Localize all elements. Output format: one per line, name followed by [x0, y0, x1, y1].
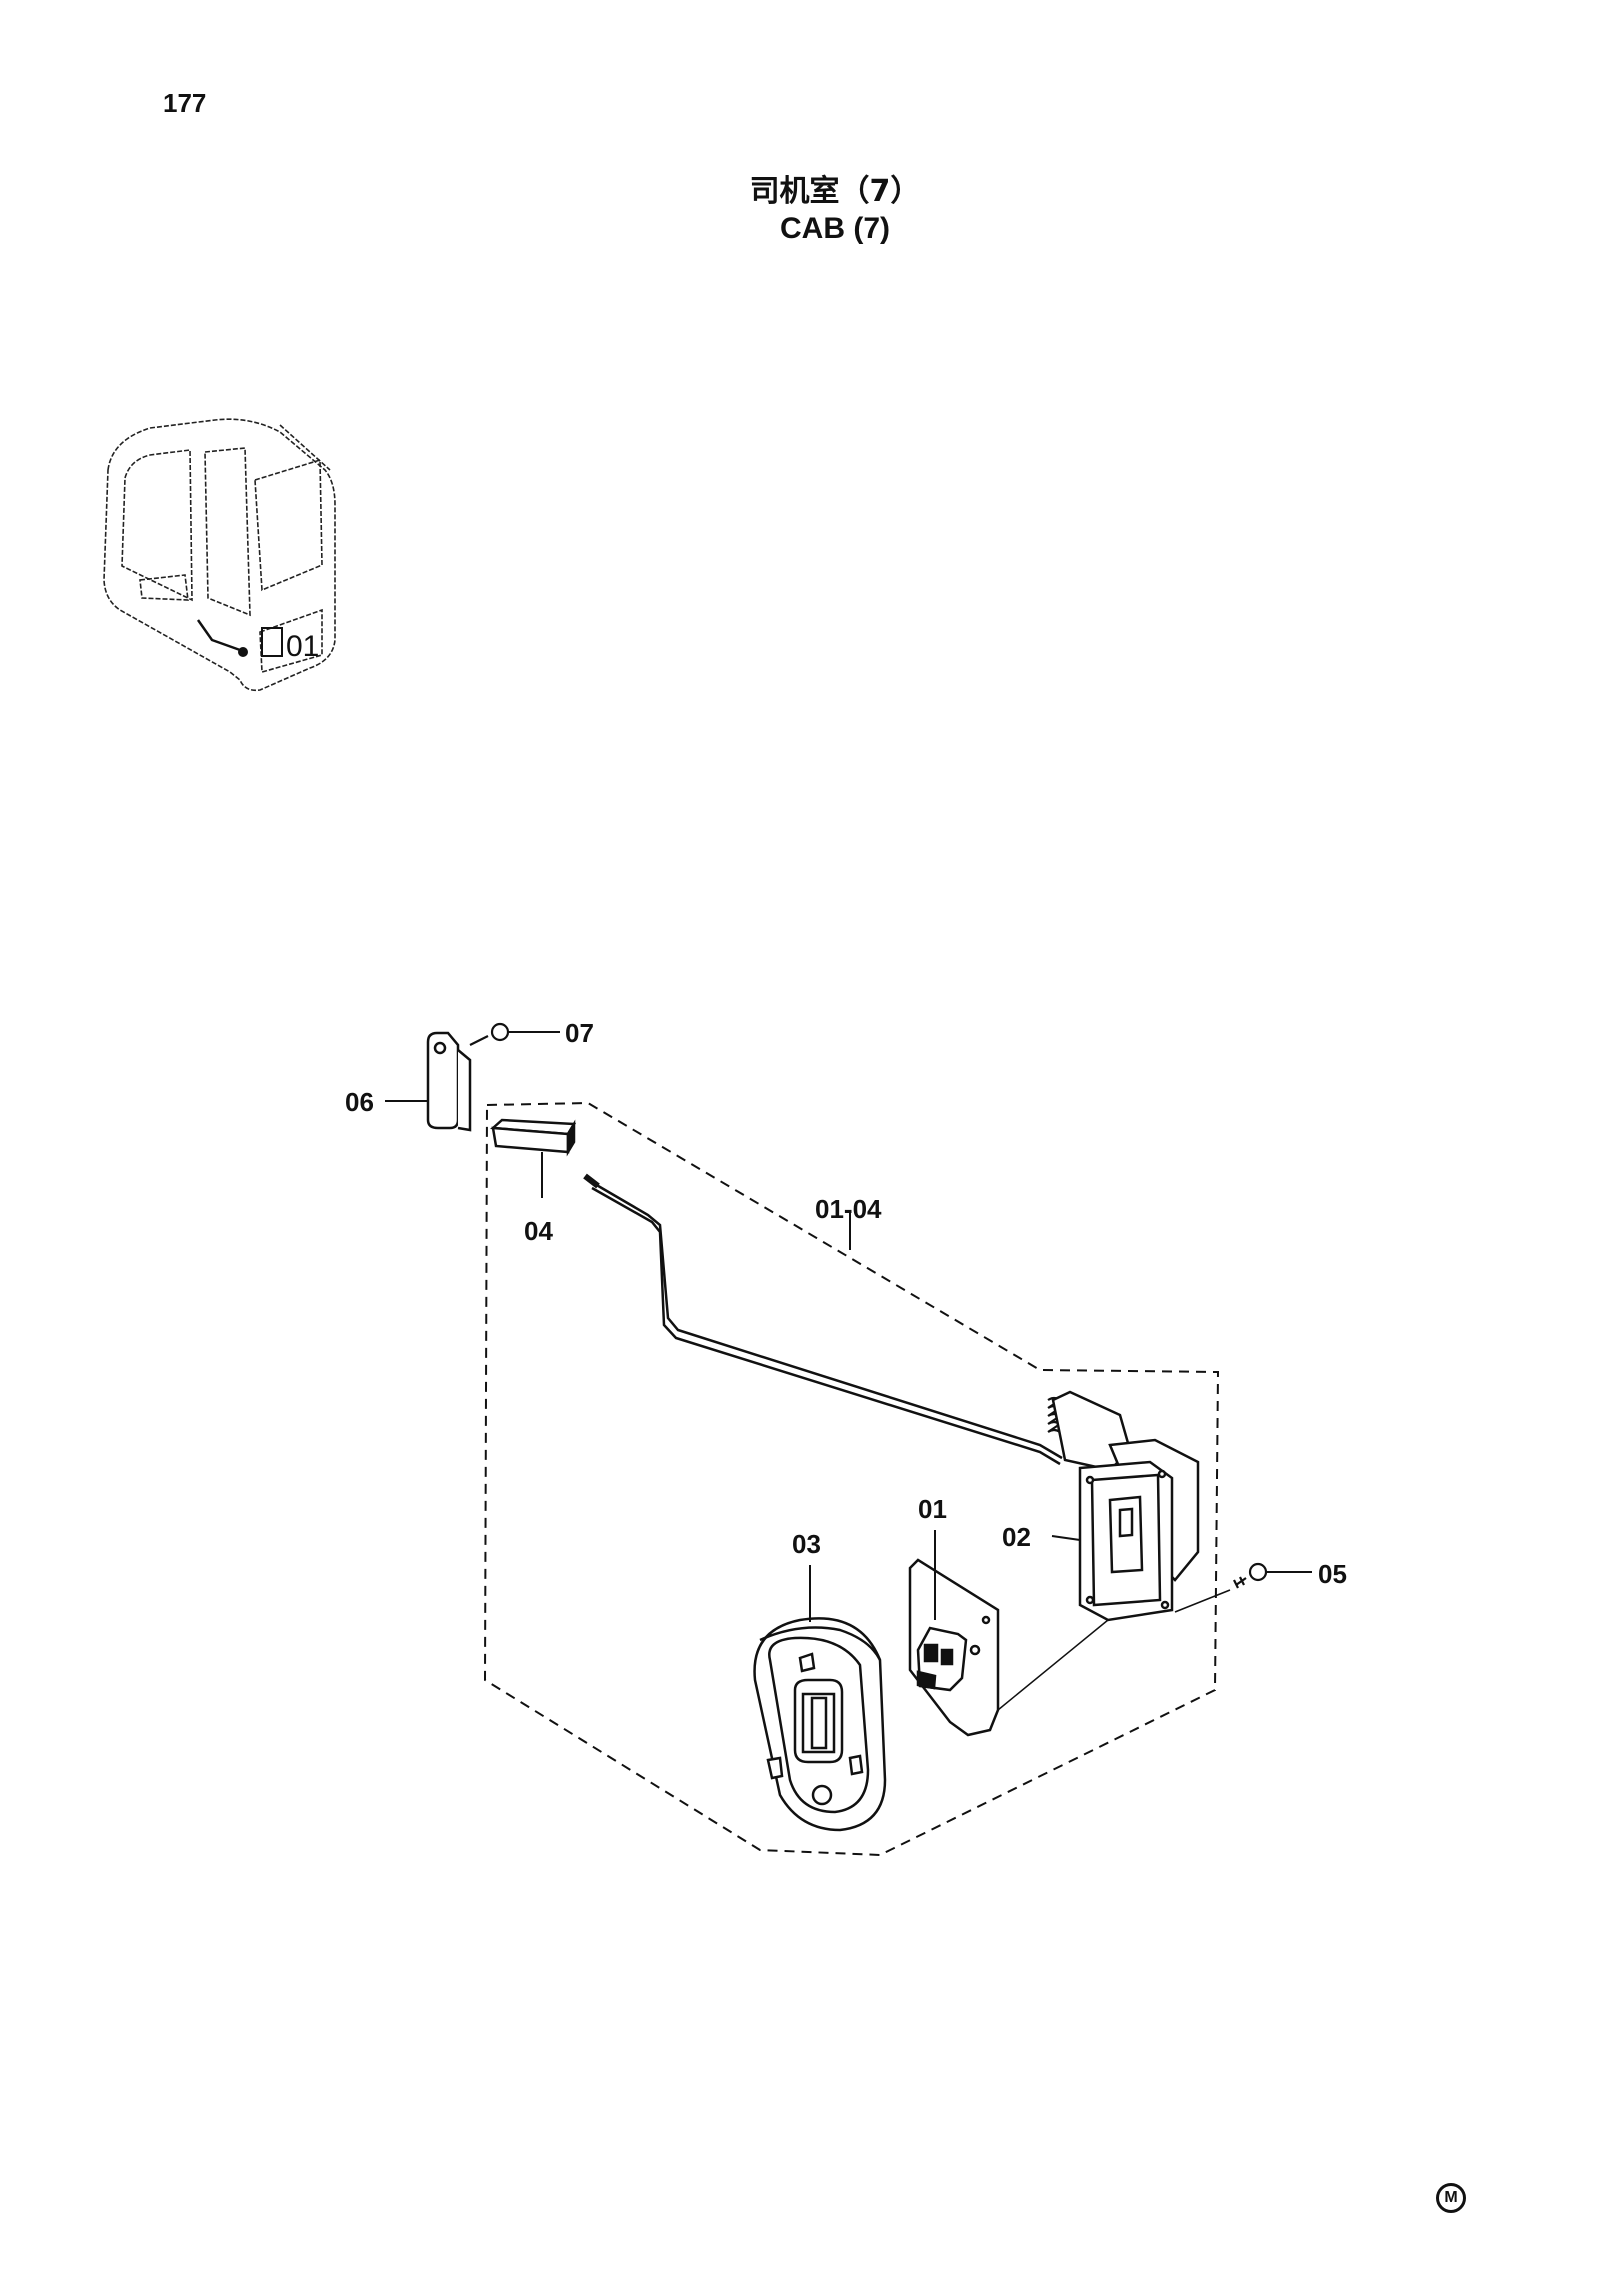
overview-callout-label: 01	[286, 630, 319, 663]
label-part-04: 04	[524, 1216, 553, 1246]
screw-part-05	[1174, 1562, 1312, 1613]
lock-housing-part-02	[1051, 1390, 1200, 1622]
cab-overview-callout: 01	[196, 619, 319, 663]
plate-part-06	[426, 1031, 472, 1132]
label-part-03: 03	[792, 1529, 821, 1559]
label-part-01: 01	[918, 1494, 947, 1524]
label-part-06: 06	[345, 1087, 374, 1117]
label-part-02: 02	[1002, 1522, 1031, 1552]
base-plate-part-01	[908, 1558, 1109, 1737]
cab-overview-illustration	[103, 418, 336, 692]
label-assembly-01-04: 01-04	[815, 1194, 882, 1224]
title-english: CAB (7)	[780, 212, 890, 245]
rod	[583, 1173, 1063, 1466]
screw-part-07	[469, 1022, 560, 1046]
label-part-07: 07	[565, 1018, 594, 1048]
title-chinese: 司机室（7）	[749, 174, 921, 209]
leader-lines	[385, 1100, 1081, 1622]
trim-ring-part-03	[753, 1617, 887, 1832]
catalog-mark-icon: M	[1436, 2183, 1466, 2213]
label-part-05: 05	[1318, 1559, 1347, 1589]
page-number: 177	[163, 88, 207, 118]
knob-part-04	[489, 1118, 577, 1157]
assembly-boundary	[483, 1101, 1220, 1857]
